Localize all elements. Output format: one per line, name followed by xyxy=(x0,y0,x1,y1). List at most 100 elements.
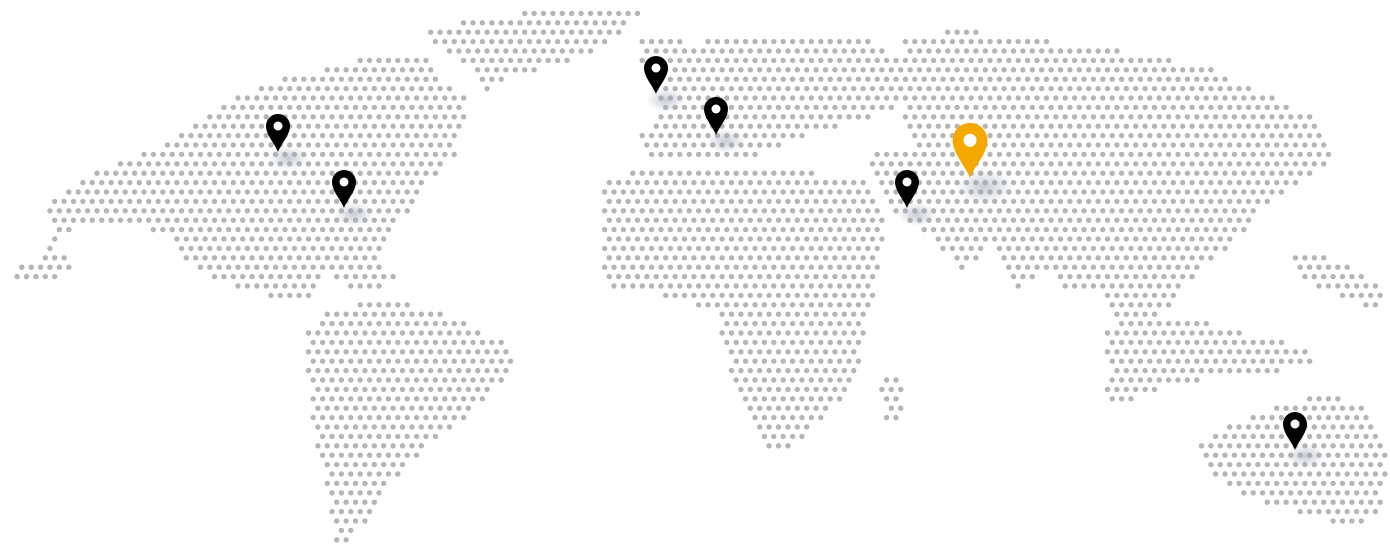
land-dot xyxy=(1043,38,1050,45)
land-dot xyxy=(437,29,443,35)
land-dot xyxy=(1133,349,1139,355)
location-pin-icon[interactable] xyxy=(895,170,919,208)
land-dot xyxy=(1109,264,1115,270)
land-dot xyxy=(1255,142,1261,148)
land-dot xyxy=(131,189,138,195)
land-dot xyxy=(1222,358,1228,364)
land-dot xyxy=(334,198,340,205)
land-dot xyxy=(893,151,899,158)
land-dot xyxy=(1048,236,1054,242)
land-dot xyxy=(371,67,377,73)
land-dot xyxy=(1034,151,1040,158)
land-dot xyxy=(893,170,899,176)
land-dot xyxy=(794,85,800,92)
land-dot xyxy=(1090,264,1097,270)
land-dot xyxy=(413,76,420,82)
land-dot xyxy=(413,95,420,101)
land-dot xyxy=(376,208,382,214)
land-dot xyxy=(710,67,716,73)
land-dot xyxy=(1382,452,1388,458)
land-dot xyxy=(1161,123,1167,129)
land-dot xyxy=(573,38,580,45)
land-dot xyxy=(319,226,326,233)
land-dot xyxy=(324,123,330,129)
land-dot xyxy=(1292,480,1299,487)
land-dot xyxy=(371,179,377,186)
land-dot xyxy=(742,377,749,383)
land-dot xyxy=(1156,264,1162,270)
land-dot xyxy=(1297,264,1303,270)
land-dot xyxy=(771,132,777,139)
land-dot xyxy=(785,123,791,129)
land-dot xyxy=(667,170,674,176)
land-dot xyxy=(423,114,429,120)
land-dot xyxy=(362,255,368,261)
land-dot xyxy=(1349,518,1355,524)
location-pin-icon[interactable] xyxy=(1283,412,1307,450)
land-dot xyxy=(775,292,782,299)
land-dot xyxy=(381,273,387,280)
land-dot xyxy=(634,179,641,186)
land-dot xyxy=(197,264,204,270)
location-pin-icon[interactable] xyxy=(644,56,668,94)
land-dot xyxy=(301,283,307,289)
land-dot xyxy=(1184,114,1191,120)
land-dot xyxy=(1109,208,1115,214)
land-dot xyxy=(879,386,885,393)
land-dot xyxy=(1006,132,1012,139)
location-pin-icon[interactable] xyxy=(266,114,290,152)
land-dot xyxy=(724,208,730,214)
land-dot xyxy=(775,386,782,393)
land-dot xyxy=(611,226,617,233)
land-dot xyxy=(319,170,326,176)
land-dot xyxy=(1212,339,1219,346)
land-dot xyxy=(771,208,777,214)
location-pin-icon[interactable] xyxy=(704,97,728,135)
location-pin-icon[interactable] xyxy=(332,170,356,208)
land-dot xyxy=(1029,67,1036,73)
land-dot xyxy=(996,151,1003,158)
land-dot xyxy=(1227,461,1233,468)
land-dot xyxy=(587,48,594,54)
land-dot xyxy=(254,189,260,195)
land-dot xyxy=(1222,189,1228,195)
land-dot xyxy=(381,179,387,186)
location-pin-icon[interactable] xyxy=(952,122,988,178)
land-dot xyxy=(1358,405,1365,411)
land-dot xyxy=(757,367,763,374)
land-dot xyxy=(1236,217,1242,223)
land-dot xyxy=(559,29,565,35)
land-dot xyxy=(742,245,749,252)
land-dot xyxy=(724,170,730,176)
land-dot xyxy=(794,349,800,355)
land-dot xyxy=(460,377,467,383)
land-dot xyxy=(949,38,956,45)
land-dot xyxy=(489,76,495,82)
land-dot xyxy=(366,132,373,139)
land-dot xyxy=(907,161,913,167)
land-dot xyxy=(338,132,345,139)
land-dot xyxy=(1311,480,1318,487)
land-dot xyxy=(1095,217,1101,223)
land-dot xyxy=(1269,471,1275,477)
land-dot xyxy=(357,377,363,383)
land-dot xyxy=(841,236,847,242)
land-dot xyxy=(1114,349,1120,355)
land-dot xyxy=(771,245,777,252)
land-dot xyxy=(1175,245,1181,252)
land-dot xyxy=(1363,302,1369,308)
land-dot xyxy=(658,38,664,45)
land-dot xyxy=(1170,349,1177,355)
land-dot xyxy=(352,255,359,261)
land-dot xyxy=(1283,461,1289,468)
land-dot xyxy=(418,367,424,374)
land-dot xyxy=(1043,226,1050,233)
land-dot xyxy=(775,424,782,430)
land-dot xyxy=(324,236,330,242)
land-dot xyxy=(442,95,448,101)
land-dot xyxy=(804,424,810,430)
land-dot xyxy=(907,123,913,129)
land-dot xyxy=(277,217,283,223)
land-dot xyxy=(804,405,810,411)
land-dot xyxy=(428,67,434,73)
